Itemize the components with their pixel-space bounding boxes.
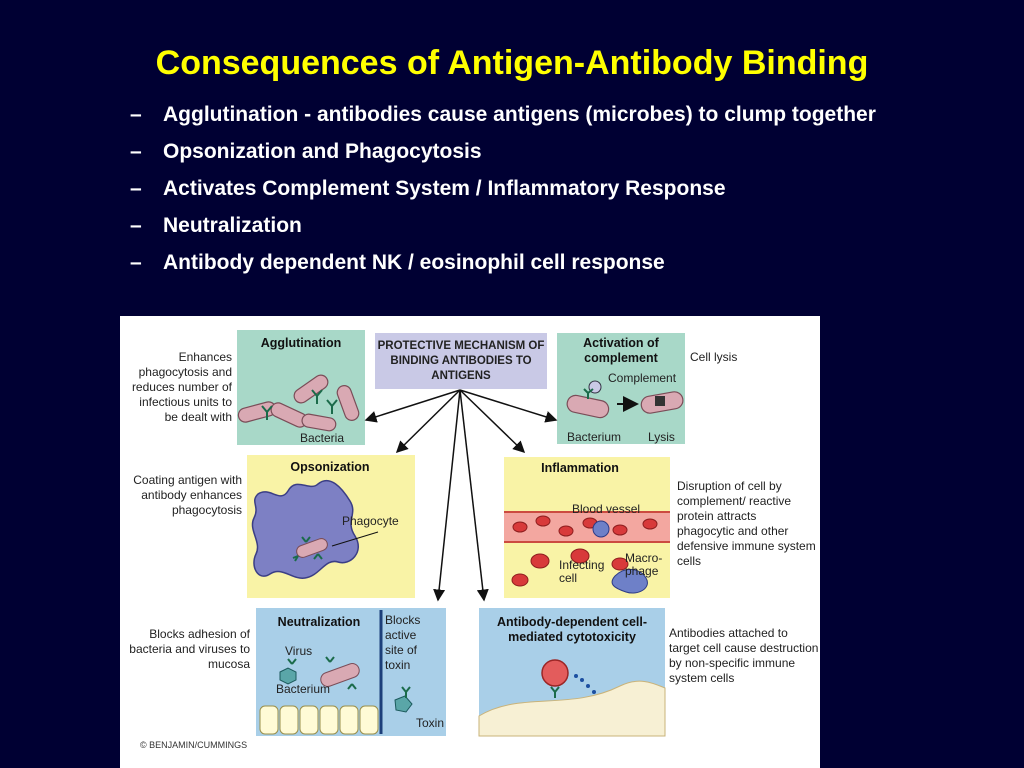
agglutination-side-text: Enhances phagocytosis and reduces number… <box>131 350 232 424</box>
inflammation-panel <box>504 457 670 598</box>
bullet-list: –Agglutination - antibodies cause antige… <box>130 100 940 285</box>
bullet-text: Antibody dependent NK / eosinophil cell … <box>163 251 665 274</box>
arrow-to-neutralization <box>433 389 461 602</box>
slide-title: Consequences of Antigen-Antibody Binding <box>155 44 869 82</box>
bullet-item: –Activates Complement System / Inflammat… <box>130 174 940 204</box>
adcc-title: Antibody-dependent cell-mediated cytotox… <box>497 615 647 644</box>
complement-side-text: Cell lysis <box>690 350 738 364</box>
bullet-dash: – <box>130 103 142 126</box>
blood-vessel-label: Blood vessel <box>572 502 641 516</box>
virus-label: Virus <box>285 644 313 658</box>
bacterium-label: Bacterium <box>567 430 622 444</box>
white-blood-cell-icon <box>592 520 610 538</box>
bullet-dash: – <box>130 140 142 163</box>
complement-panel <box>557 333 685 444</box>
opsonization-panel <box>247 455 415 598</box>
blocks-toxin-label: Blocks active site of toxin <box>385 613 421 672</box>
adcc-side-text: Antibodies attached to target cell cause… <box>669 626 819 685</box>
bullet-text: Agglutination - antibodies cause antigen… <box>163 103 876 126</box>
arrow-to-opsonization <box>395 389 461 454</box>
bacterium-icon <box>320 663 360 687</box>
nk-cell-icon <box>541 659 569 687</box>
lysis-label: Lysis <box>648 430 675 444</box>
mechanism-diagram: PROTECTIVE MECHANISM OF BINDING ANTIBODI… <box>120 316 820 768</box>
bacteria-label: Bacteria <box>300 431 345 445</box>
bullet-text: Activates Complement System / Inflammato… <box>163 177 726 200</box>
arrow-to-adcc <box>459 389 489 602</box>
arrows-group <box>364 389 558 602</box>
toxin-icon <box>394 695 413 713</box>
adcc-panel <box>478 608 666 737</box>
neutralization-panel <box>256 608 446 736</box>
bullet-item: –Antibody dependent NK / eosinophil cell… <box>130 248 940 278</box>
bullet-item: –Neutralization <box>130 211 940 241</box>
macrophage-icon <box>611 569 648 594</box>
macrophage-label: Macro- phage <box>625 551 663 578</box>
center-mechanism-box: PROTECTIVE MECHANISM OF BINDING ANTIBODI… <box>375 333 547 389</box>
toxin-label: Toxin <box>416 716 445 730</box>
complement-label: Complement <box>608 371 677 385</box>
infecting-cell-label: Infecting cell <box>559 558 605 585</box>
bullet-item: –Agglutination - antibodies cause antige… <box>130 100 940 130</box>
neutralization-title: Neutralization <box>277 615 361 629</box>
arrow-to-complement <box>459 389 558 423</box>
arrow-to-inflammation <box>459 389 526 454</box>
bullet-dash: – <box>130 177 142 200</box>
opsonization-side-text: Coating antigen with antibody enhances p… <box>133 473 242 517</box>
inflammation-title: Inflammation <box>541 461 619 475</box>
virus-icon <box>279 667 297 685</box>
bullet-text: Opsonization and Phagocytosis <box>163 140 482 163</box>
bullet-dash: – <box>130 251 142 274</box>
bacteria-cluster-icon <box>237 374 360 432</box>
bullet-dash: – <box>130 214 142 237</box>
phagocyte-icon <box>251 479 359 579</box>
granule-icon <box>574 674 596 694</box>
bullet-text: Neutralization <box>163 214 302 237</box>
red-blood-cell-icon <box>511 515 658 587</box>
lysed-bacterium-icon <box>640 391 684 414</box>
diagram-graphics <box>237 330 685 737</box>
arrow-to-agglutination <box>364 389 461 423</box>
bacterium-label: Bacterium <box>276 682 331 696</box>
target-cell-icon <box>478 680 666 737</box>
copyright-credit: © BENJAMIN/CUMMINGS <box>140 740 248 750</box>
antibody-icon <box>261 389 338 420</box>
phagocyte-label: Phagocyte <box>342 514 399 528</box>
complement-title: Activation of complement <box>583 336 659 365</box>
bacterium-icon <box>296 538 328 558</box>
agglutination-panel <box>237 330 365 445</box>
mucosa-cells-icon <box>259 705 379 735</box>
bullet-item: –Opsonization and Phagocytosis <box>130 137 940 167</box>
opsonization-title: Opsonization <box>290 460 370 474</box>
neutralization-side-text: Blocks adhesion of bacteria and viruses … <box>129 627 250 671</box>
agglutination-title: Agglutination <box>260 336 342 350</box>
inflammation-side-text: Disruption of cell by complement/ reacti… <box>677 479 816 568</box>
bacterium-icon <box>566 394 610 419</box>
